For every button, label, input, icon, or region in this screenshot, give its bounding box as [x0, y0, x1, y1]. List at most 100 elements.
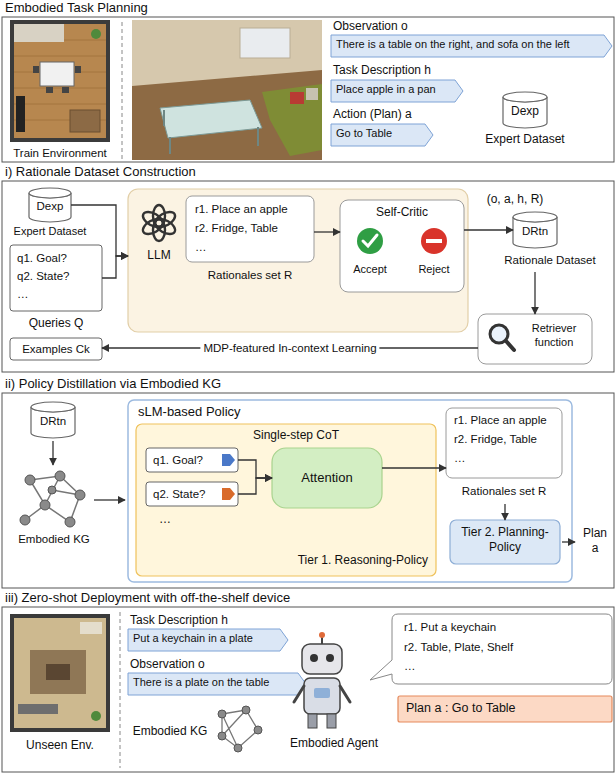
- section-panel: ii) Policy Distillation via Embodied KG D…: [2, 376, 614, 588]
- connector: [238, 478, 272, 494]
- label-text: Train Environment: [8, 146, 112, 160]
- magnifier-icon: [490, 325, 514, 350]
- cylinder-top: [513, 212, 557, 222]
- node-text: Put a keychain in a plate: [133, 632, 278, 646]
- rationale-bubble: r1. Place an appler2. Fridge, Table…: [186, 196, 314, 262]
- connector: [534, 272, 535, 314]
- node-text: Task Description h: [333, 63, 478, 78]
- node-text: Examples Ck: [10, 342, 102, 356]
- box-outline: [2, 17, 614, 162]
- box-outline: [478, 314, 592, 364]
- box-outline: [10, 338, 102, 360]
- task-box: Task Description h Place apple in a pan: [330, 62, 480, 104]
- separator: [122, 22, 123, 160]
- box-outline: [272, 448, 382, 508]
- llm-panel: LLMRationales set Rr1. Place an appler2.…: [128, 189, 468, 332]
- box-outline: [398, 696, 612, 722]
- node-text: Action (Plan) a: [333, 107, 448, 122]
- flow-arrow: [94, 499, 125, 500]
- node-text: q1. Goal?: [17, 251, 97, 265]
- unseen-env-map: [10, 614, 110, 732]
- dataset-cylinder: DexpExpert Dataset: [466, 92, 584, 148]
- flow-arrow: [562, 541, 575, 542]
- box-outline: [10, 245, 102, 311]
- box-outline: [146, 448, 238, 472]
- label-text: Embodied Agent: [282, 736, 386, 751]
- query-box: q1. Goal?: [146, 448, 238, 472]
- node-text: Self-Critic: [340, 205, 464, 220]
- node-text: DRtn: [31, 414, 75, 428]
- node-text: r2. Fridge, Table: [454, 432, 558, 446]
- box-outline: [136, 424, 436, 576]
- label-text: Unseen Env.: [8, 738, 112, 753]
- edge-label: MDP-featured In-context Learning: [200, 341, 379, 355]
- node-text: q1. Goal?: [153, 453, 219, 467]
- box-outline: [2, 607, 614, 772]
- node-text: Place apple in a pan: [336, 83, 454, 97]
- flag-outline: [331, 80, 463, 102]
- dataset-cylinder: DexpExpert Dataset: [6, 188, 94, 240]
- node-text: Reject: [405, 263, 463, 277]
- node-text: Rationale Dataset: [488, 253, 612, 267]
- node-text: i) Rationale Dataset Construction: [5, 164, 455, 180]
- train-env-map: [10, 20, 110, 142]
- node-text: There is a table on the right, and sofa …: [336, 38, 604, 52]
- reasoning-panel: Single-step CoT…Tier 1. Reasoning-Policy…: [136, 424, 436, 576]
- node-text: r1. Put a keychain: [404, 620, 604, 634]
- box-outline: [146, 482, 238, 506]
- node-text: r1. Place an apple: [195, 202, 310, 216]
- speech-bubble: r1. Put a keychain r2. Table, Plate, Shel…: [392, 614, 612, 684]
- box-outline: [2, 393, 614, 588]
- rationale-bubble: r1. Place an apple r2. Fridge, Table … Rati…: [440, 408, 568, 504]
- observation-box: Observation o There is a plate on the tab…: [126, 656, 310, 696]
- retriever-box: Retriever function: [478, 314, 592, 364]
- flow-arrow: [52, 441, 53, 465]
- node-text: There is a plate on the table: [133, 676, 298, 690]
- node-text: …: [17, 287, 97, 301]
- flag-outline: [331, 124, 433, 146]
- node-text: q2. State?: [153, 487, 219, 501]
- node-text: DRtn: [513, 224, 557, 238]
- node-text: Expert Dataset: [466, 132, 584, 147]
- node-text: q2. State?: [17, 269, 97, 283]
- node-text: Dexp: [503, 104, 547, 119]
- node-text: Expert Dataset: [6, 225, 94, 239]
- node-text: Task Description h: [130, 613, 290, 628]
- cylinder-top: [29, 188, 71, 198]
- room-view: [132, 20, 322, 160]
- label-text: Plan a: [578, 526, 612, 556]
- node-text: …: [454, 451, 558, 465]
- reject-icon: [421, 228, 447, 254]
- query-box: q2. State?: [146, 482, 238, 506]
- node-text: Attention: [272, 470, 382, 486]
- node-text: ii) Policy Distillation via Embodied KG: [5, 376, 455, 392]
- flag-outline: [128, 629, 288, 651]
- node-text: Rationales set R: [186, 268, 314, 282]
- dataset-cylinder: DRtnRationale Dataset: [488, 212, 612, 272]
- node-text: Rationales set R: [440, 484, 568, 498]
- node-text: Queries Q: [10, 316, 102, 331]
- tag-icon: [222, 488, 235, 500]
- box-outline: [2, 181, 614, 372]
- node-text: Dexp: [29, 199, 71, 213]
- attention-box: Attention: [272, 448, 382, 508]
- label-text: (o, a, h, R): [470, 192, 560, 207]
- node-text: r2. Fridge, Table: [195, 221, 310, 235]
- task-box: Task Description h Put a keychain in a pl…: [126, 612, 296, 652]
- box-outline: [128, 400, 572, 582]
- node-text: Retriever function: [520, 322, 588, 350]
- dataset-cylinder: DRtn: [31, 402, 75, 438]
- node-text: r2. Table, Plate, Shelf: [404, 640, 604, 654]
- example-box: Examples Ck: [10, 338, 102, 360]
- speech-outline: [370, 614, 612, 684]
- node-text: Observation o: [130, 657, 290, 672]
- accept-icon: [357, 228, 383, 254]
- connector: [504, 504, 505, 520]
- label-text: Embodied KG: [126, 724, 214, 739]
- box-outline: [450, 520, 560, 564]
- plan-box: Plan a : Go to Table: [398, 696, 612, 722]
- box-outline: [128, 189, 468, 332]
- node-text: r1. Place an apple: [454, 413, 558, 427]
- node-text: iii) Zero-shot Deployment with off-the-s…: [5, 590, 505, 606]
